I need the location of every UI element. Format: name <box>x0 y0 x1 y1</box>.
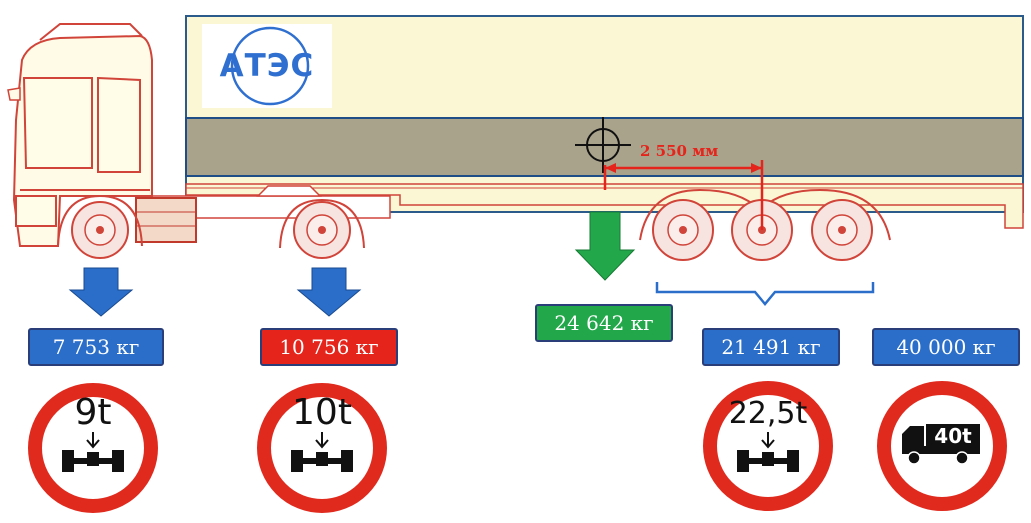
sign-trailer-axles-limit: 22,5t <box>728 396 808 431</box>
distance-marker <box>603 160 764 230</box>
load-center-of-mass: 24 642 кг <box>535 304 673 342</box>
arrow-front-axle <box>68 267 134 317</box>
logo-ring-icon <box>230 26 310 106</box>
sign-drive-axle-limit: 10t <box>292 392 352 433</box>
trailer-chassis <box>185 183 1024 229</box>
distance-label: 2 550 мм <box>640 142 719 160</box>
wheel-front <box>57 194 143 259</box>
arrow-center-of-mass <box>574 211 636 281</box>
company-logo: АТЭС <box>202 24 332 108</box>
load-front-axle: 7 753 кг <box>28 328 164 366</box>
wheel-drive <box>279 198 365 259</box>
axle-load-icon <box>291 432 353 472</box>
center-of-mass-icon <box>575 117 631 173</box>
fifth-wheel <box>256 185 322 197</box>
arrow-drive-axle <box>296 267 362 317</box>
logo-text: АТЭС <box>219 48 315 84</box>
axle-group-bracket <box>655 282 875 306</box>
axle-load-icon <box>62 432 124 472</box>
tractor-cab <box>12 23 153 247</box>
sign-total-limit: 40t <box>934 424 972 448</box>
load-total: 40 000 кг <box>872 328 1020 366</box>
load-trailer-axles: 21 491 кг <box>702 328 840 366</box>
axle-load-icon <box>737 432 799 472</box>
fuel-tank <box>135 197 197 243</box>
sign-front-axle-limit: 9t <box>74 392 112 433</box>
truck-icon <box>902 424 980 465</box>
load-drive-axle: 10 756 кг <box>260 328 398 366</box>
